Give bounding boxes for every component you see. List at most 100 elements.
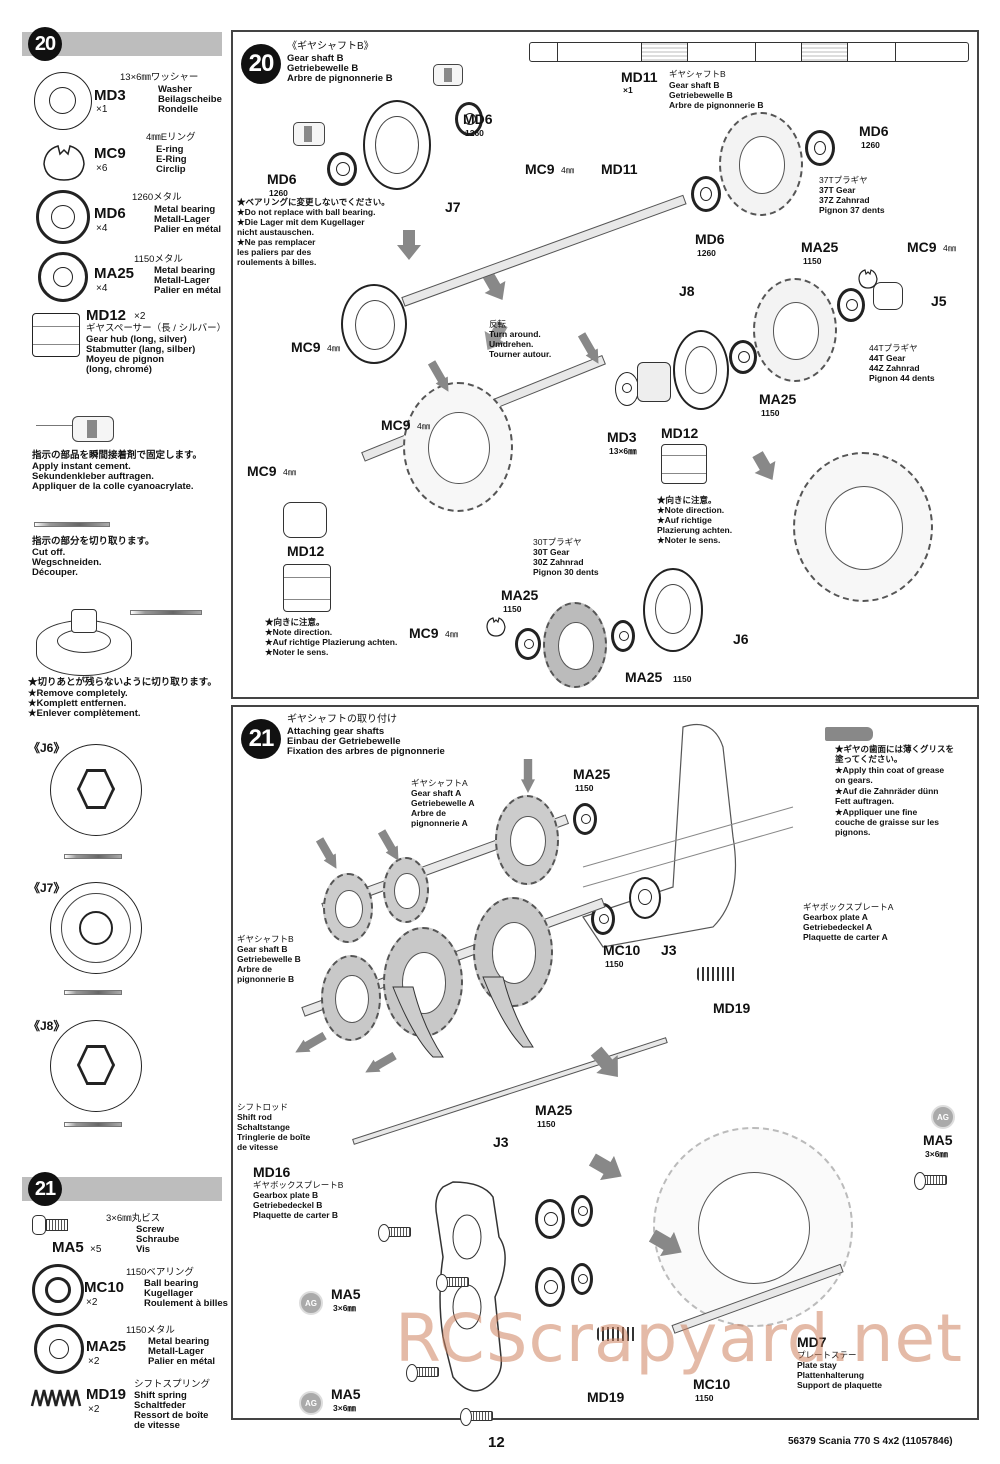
md7-fr: Support de plaquette (797, 1380, 882, 1390)
bearing-note-line: ★Die Lager mit dem Kugellager (237, 217, 365, 227)
md6-sublabel: 1260 (697, 248, 716, 258)
gear44-fr: Pignon 44 dents (869, 373, 935, 383)
mc10-sublabel: 1150 (695, 1393, 714, 1403)
part-code: MA25 (94, 265, 135, 282)
gear-44t (753, 278, 837, 382)
cut-note-de: Wegschneiden. (32, 557, 102, 568)
gear-shaft-a-gear (495, 795, 559, 885)
md6-label: MD6 (695, 231, 725, 247)
turn-note-de: Umdrehen. (489, 339, 534, 349)
md11-ref-jp: ギヤシャフトB (669, 69, 726, 79)
part-code: MD3 (94, 87, 126, 104)
md16-code: MD16 (253, 1164, 291, 1180)
step21-title-fr: Fixation des arbres de pignonnerie (287, 746, 445, 757)
grease-icon (292, 1029, 328, 1058)
ma5-screw (914, 1172, 947, 1190)
md16-fr: Plaquette de carter B (253, 1210, 339, 1220)
cement-bottle-icon (433, 64, 463, 86)
j7-label: J7 (445, 199, 461, 215)
part-fr: Palier en métal (154, 224, 222, 235)
j3-ring (535, 1267, 565, 1307)
screw-icon (46, 1219, 68, 1231)
cement-note-en: Apply instant cement. (32, 461, 131, 472)
hobby-knife-icon (34, 522, 110, 527)
shaft-b-fr: pignonnerie B (237, 974, 295, 984)
shaft-a-de: Getriebewelle A (411, 798, 475, 808)
e-ring-icon (486, 617, 506, 637)
j7-hub (363, 100, 431, 190)
gear-37t (719, 112, 803, 216)
part-fr: Vis (136, 1244, 151, 1255)
gear37-jp: 37Tプラギヤ (819, 175, 868, 185)
part-code: MD12 (86, 307, 127, 324)
shift-rod-de: Schaltstange (237, 1122, 290, 1132)
md12-label: MD12 (661, 425, 699, 441)
ma25-bearing (573, 803, 597, 835)
part-qty: ×1 (96, 104, 108, 115)
ma5-sublabel: 3×6㎜ (925, 1149, 948, 1159)
md12-label: MD12 (287, 543, 325, 559)
md7-en: Plate stay (797, 1360, 837, 1370)
part-qty: ×2 (86, 1297, 98, 1308)
mc9-sublabel: 4㎜ (327, 343, 341, 353)
md6-bearing (455, 102, 483, 136)
part-code: MA5 (52, 1239, 84, 1256)
direction-note-a: ★Note direction. (657, 505, 725, 515)
md12-hub (283, 502, 327, 538)
grease-note-line: ★Auf die Zahnräder dünn (835, 786, 939, 796)
grease-note-line: ★Appliquer une fine (835, 807, 918, 817)
part-de: Metall-Lager (154, 275, 210, 286)
cut-note-en: Cut off. (32, 547, 66, 558)
part-en: E-ring (156, 144, 184, 155)
part-jp: 1150ベアリング (126, 1267, 194, 1278)
j3-ring (535, 1199, 565, 1239)
md6-bearing (691, 176, 721, 212)
part-jp: 1150メタル (126, 1325, 175, 1336)
e-ring-icon (43, 145, 85, 181)
gear-hub-icon (32, 313, 80, 357)
hobby-knife-icon (130, 610, 202, 615)
part-fr: Roulement à billes (144, 1298, 228, 1309)
cement-nozzle (36, 425, 72, 426)
mc9-sublabel: 4㎜ (561, 165, 575, 175)
ma5-sublabel: 3×6㎜ (333, 1403, 356, 1413)
gear37-de: 37Z Zahnrad (819, 195, 870, 205)
md11-ref-en: Gear shaft B (669, 80, 720, 90)
plate-a-jp: ギヤボックスプレートA (803, 902, 894, 912)
ag-badge-icon: AG (299, 1391, 323, 1415)
part-jp: 13×6㎜ワッシャー (120, 72, 199, 83)
ma25-sublabel: 1150 (575, 783, 594, 793)
gear44-jp: 44Tプラギヤ (869, 343, 918, 353)
cement-note-jp: 指示の部品を瞬間接着剤で固定します。 (32, 450, 203, 461)
step21-title-en: Attaching gear shafts (287, 726, 385, 737)
cement-note-fr: Appliquer de la colle cyanoacrylate. (32, 481, 194, 492)
ma25-sublabel: 1150 (761, 408, 780, 418)
mc9-sublabel: 4㎜ (283, 467, 297, 477)
j6-label: J6 (733, 631, 749, 647)
shift-spring-icon (30, 1389, 82, 1407)
gear-cluster (403, 382, 513, 512)
md16-en: Gearbox plate B (253, 1190, 319, 1200)
gear37-en: 37T Gear (819, 185, 856, 195)
part-code: MD19 (86, 1386, 127, 1403)
md3-washer (615, 372, 639, 406)
part-fr: Rondelle (158, 104, 199, 115)
bearing-note-jp: ★ベアリングに変更しないでください。 (237, 197, 390, 207)
j6-hub (643, 568, 703, 652)
part-en: Metal bearing (148, 1336, 210, 1347)
mc9-label: MC9 (409, 625, 439, 641)
grease-note-line: Fett auftragen. (835, 796, 895, 806)
md19-label: MD19 (713, 1000, 751, 1016)
part-fr: Palier en métal (154, 285, 222, 296)
ma25-bearing (729, 340, 757, 374)
grease-note-line: ★Apply thin coat of grease (835, 765, 945, 775)
md16-jp: ギヤボックスプレートB (253, 1180, 344, 1190)
part-en: Metal bearing (154, 204, 216, 215)
j5-collar (873, 282, 903, 310)
md19-label: MD19 (587, 1389, 625, 1405)
md6-label: MD6 (267, 171, 297, 187)
md6-label: MD6 (859, 123, 889, 139)
gear30-fr: Pignon 30 dents (533, 567, 599, 577)
remove-note-jp: ★切りあとが残らないように切り取ります。 (28, 677, 217, 688)
mc10-sublabel: 1150 (605, 959, 624, 969)
